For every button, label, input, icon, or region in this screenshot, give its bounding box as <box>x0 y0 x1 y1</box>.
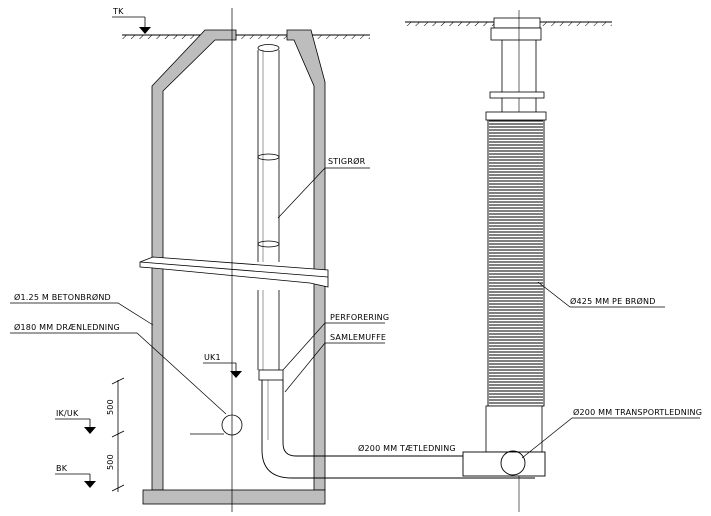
dimension-upper: 500 <box>106 399 115 415</box>
stigror-label: STIGRØR <box>328 156 366 166</box>
pe-well-corrugated-body <box>487 117 545 407</box>
tk-label: TK <box>112 7 124 16</box>
bk-label: BK <box>56 464 68 473</box>
leader-pe-brond <box>537 281 665 308</box>
betonbrond-label: Ø1.25 M BETONBRØND <box>14 292 111 302</box>
concrete-well-walls <box>142 29 326 505</box>
drain-pipe-elbow <box>261 380 535 479</box>
drain-pipe-section <box>221 414 243 436</box>
leader-transportledning <box>521 417 700 459</box>
leader-lines-left <box>10 302 227 415</box>
ik-uk-label: IK/UK <box>56 409 79 418</box>
tk-level-marker: TK <box>112 7 151 34</box>
ik-uk-level-marker: IK/UK <box>55 409 96 434</box>
transport-pipe <box>462 450 546 477</box>
transportledning-label: Ø200 MM TRANSPORTLEDNING <box>573 407 702 417</box>
pe-brond-label: Ø425 MM PE BRØND <box>570 296 656 306</box>
break-line <box>139 256 329 288</box>
taetledning-label: Ø200 MM TÆTLEDNING <box>358 443 456 453</box>
uk1-label: UK1 <box>204 353 221 362</box>
uk1-level-marker: UK1 <box>203 353 242 378</box>
samlemuffe-label: SAMLEMUFFE <box>330 333 386 342</box>
samlemuffe-coupling <box>258 369 284 381</box>
dimension-lower: 500 <box>106 454 115 470</box>
perforering-label: PERFORERING <box>330 313 389 322</box>
ground-surface-left <box>122 34 370 39</box>
pe-well-collars <box>485 91 547 453</box>
riser-pipe <box>257 44 280 370</box>
leader-perforering <box>282 322 385 393</box>
dranledning-label: Ø180 MM DRÆNLEDNING <box>14 322 120 332</box>
dimension-line <box>111 377 125 492</box>
leader-stigror <box>277 167 370 219</box>
bk-level-marker: BK <box>55 464 96 488</box>
